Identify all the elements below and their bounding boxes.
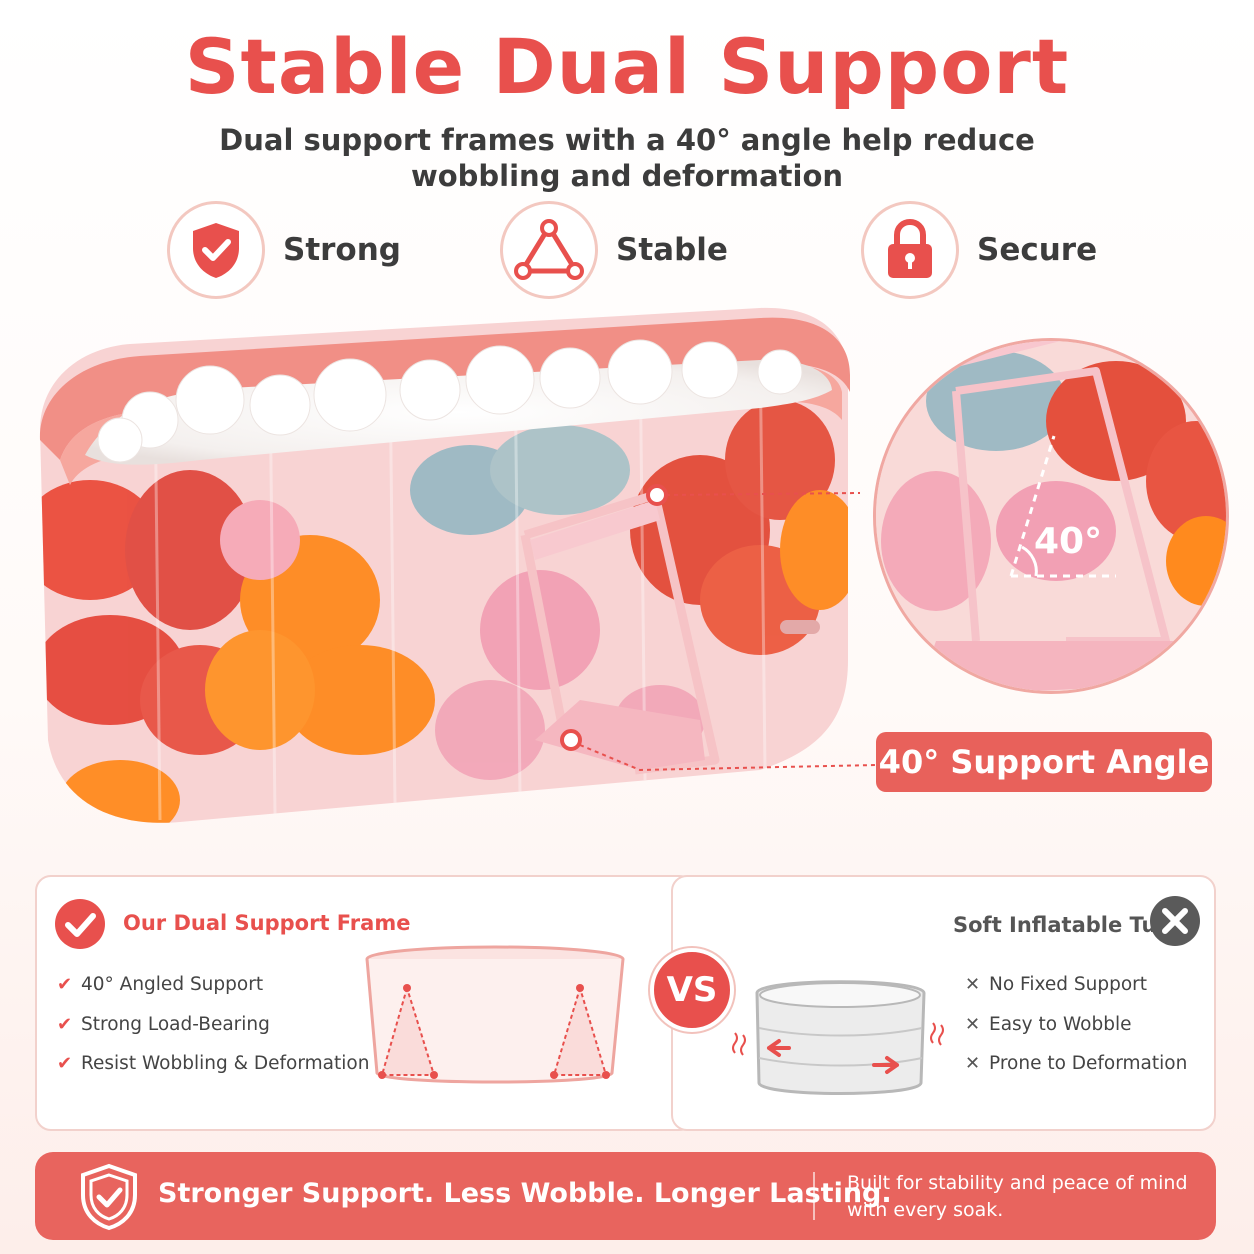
footer-tagline: Stronger Support. Less Wobble. Longer La…: [158, 1178, 892, 1209]
feature-label: Secure: [977, 232, 1098, 268]
footer-side-line-2: with every soak.: [847, 1199, 1004, 1221]
angle-label: 40°: [1034, 521, 1102, 562]
x-icon: ✕: [965, 1053, 981, 1075]
padlock-icon: [861, 201, 959, 299]
footer-divider: [813, 1172, 815, 1220]
our-frame-title: Our Dual Support Frame: [123, 911, 411, 935]
shield-check-icon: [81, 1163, 137, 1231]
feature-secure: Secure: [861, 200, 1097, 300]
feature-strong: Strong: [167, 200, 401, 300]
list-item: ✕No Fixed Support: [965, 974, 1147, 996]
inflatable-tub-diagram: [732, 980, 944, 1095]
vs-badge: VS: [650, 948, 734, 1032]
check-circle-icon: [55, 899, 105, 949]
inflatable-list: ✕No Fixed Support ✕Easy to Wobble ✕Prone…: [965, 965, 1187, 1084]
list-item: ✕Prone to Deformation: [965, 1053, 1188, 1075]
page-subtitle: Dual support frames with a 40° angle hel…: [0, 122, 1254, 194]
zoom-detail: 40°: [873, 338, 1229, 694]
shield-check-icon: [167, 201, 265, 299]
x-icon: ✕: [965, 1013, 981, 1035]
x-circle-icon: [1150, 896, 1200, 946]
frame-diagram: [365, 945, 625, 1084]
footer-banner: Stronger Support. Less Wobble. Longer La…: [35, 1152, 1216, 1240]
inflatable-title: Soft Inflatable Tub: [953, 913, 1172, 937]
feature-label: Strong: [283, 232, 401, 268]
inflatable-tub-panel: Soft Inflatable Tub ✕No Fixed Support ✕E…: [671, 875, 1216, 1131]
check-icon: ✔: [57, 974, 73, 996]
x-icon: ✕: [965, 974, 981, 996]
check-icon: ✔: [57, 1013, 73, 1035]
subtitle-line-2: wobbling and deformation: [410, 159, 844, 193]
list-item: ✕Easy to Wobble: [965, 1013, 1132, 1035]
triangle-icon: [500, 201, 598, 299]
page-title: Stable Dual Support: [184, 22, 1070, 111]
feature-stable: Stable: [500, 200, 728, 300]
our-frame-panel: Our Dual Support Frame ✔40° Angled Suppo…: [35, 875, 695, 1131]
list-item: ✔Strong Load-Bearing: [57, 1013, 270, 1035]
check-icon: ✔: [57, 1053, 73, 1075]
list-item: ✔Resist Wobbling & Deformation: [57, 1053, 370, 1075]
product-image: [0, 300, 1254, 840]
support-angle-tag: 40° Support Angle: [876, 732, 1212, 792]
subtitle-line-1: Dual support frames with a 40° angle hel…: [219, 123, 1035, 157]
list-item: ✔40° Angled Support: [57, 974, 264, 996]
footer-side-text: Built for stability and peace of mind wi…: [847, 1170, 1188, 1224]
footer-side-line-1: Built for stability and peace of mind: [847, 1172, 1188, 1194]
our-frame-list: ✔40° Angled Support ✔Strong Load-Bearing…: [57, 965, 369, 1084]
feature-label: Stable: [616, 232, 728, 268]
